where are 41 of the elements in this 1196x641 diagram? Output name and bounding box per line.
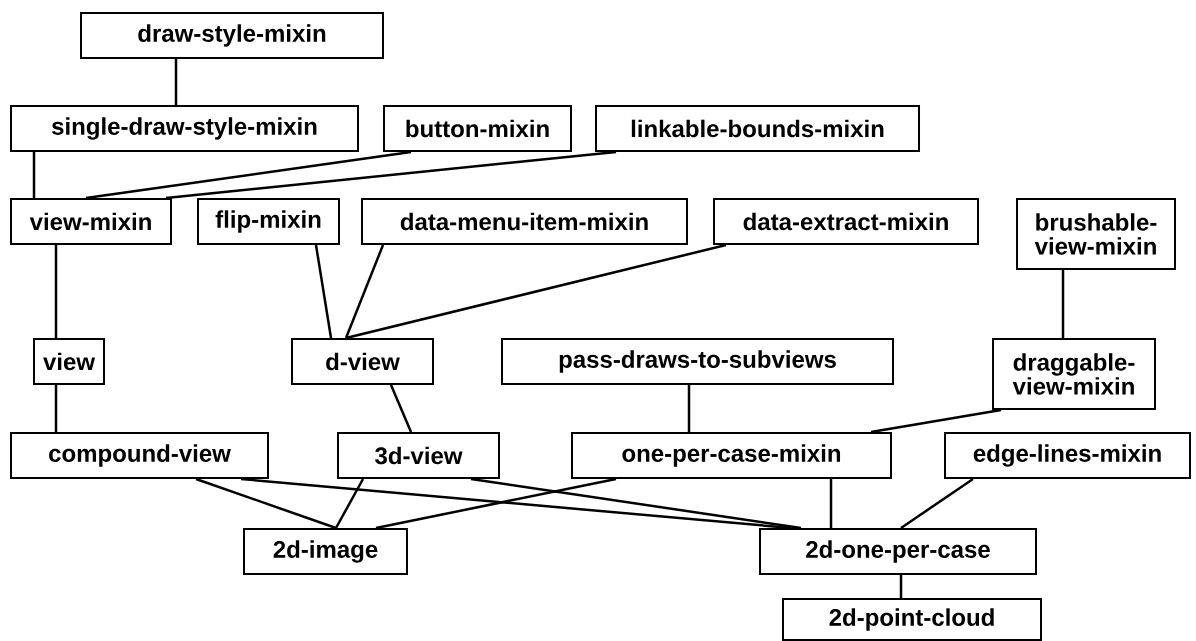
class-box: compound-view (10, 432, 269, 479)
connector-line (240, 477, 792, 530)
class-box: flip-mixin (197, 198, 340, 245)
connector-line (899, 575, 903, 598)
connector-line (389, 384, 413, 433)
connector-line (195, 477, 337, 530)
class-box: data-extract-mixin (713, 198, 979, 245)
class-box: view (33, 338, 105, 385)
connector-line (375, 477, 617, 530)
class-box: edge-lines-mixin (944, 432, 1191, 479)
class-box: 3d-view (337, 432, 500, 479)
class-box: 2d-one-per-case (759, 528, 1037, 575)
class-box: button-mixin (383, 105, 572, 152)
class-box: single-draw-style-mixin (10, 105, 359, 152)
class-box: pass-draws-to-subviews (501, 338, 894, 385)
connector-line (870, 408, 1002, 434)
class-box: one-per-case-mixin (571, 432, 892, 479)
class-box: data-menu-item-mixin (361, 198, 688, 245)
class-box: 2d-image (243, 528, 408, 575)
connector-line (345, 243, 727, 340)
connector-line (32, 152, 36, 198)
connector-line (470, 477, 802, 530)
class-box: 2d-point-cloud (782, 598, 1042, 641)
connector-line (687, 385, 691, 432)
class-box: draggable-view-mixin (992, 338, 1156, 410)
connector-line (900, 477, 974, 530)
connector-line (54, 245, 58, 338)
connector-line (344, 244, 385, 339)
class-box: brushable-view-mixin (1016, 198, 1176, 270)
connector-line (1061, 270, 1065, 338)
connector-line (165, 150, 617, 200)
connector-line (334, 478, 365, 529)
class-box: linkable-bounds-mixin (595, 105, 920, 152)
class-box: view-mixin (10, 198, 172, 245)
connector-line (54, 385, 58, 432)
connector-line (85, 150, 412, 200)
class-box: draw-style-mixin (80, 12, 384, 59)
connector-line (829, 479, 833, 528)
connector-line (174, 59, 178, 105)
connector-line (314, 244, 333, 339)
class-box: d-view (291, 338, 434, 385)
